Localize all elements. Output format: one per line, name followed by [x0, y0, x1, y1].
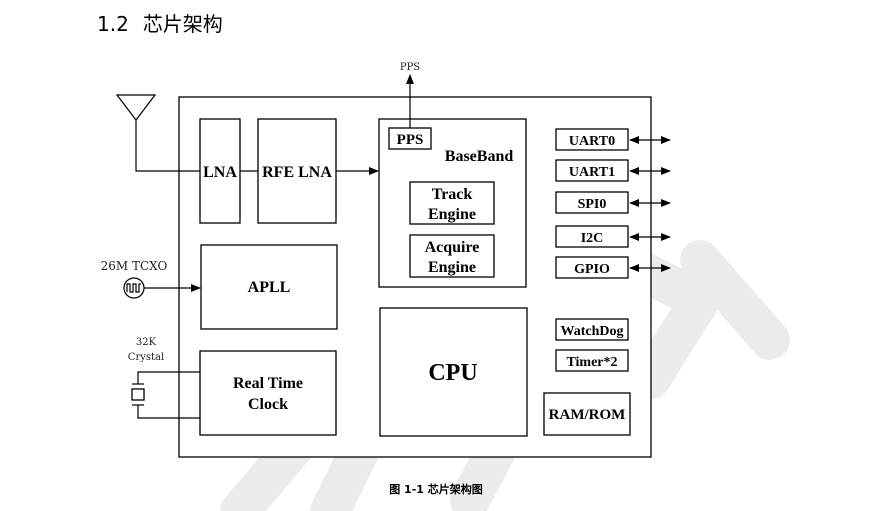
timer-block: [555, 349, 629, 372]
crystal-label-line1: 32K: [136, 337, 157, 348]
apll-block: [200, 244, 338, 330]
lna-label: LNA: [203, 164, 237, 181]
section-heading: 1.2 芯片架构: [97, 8, 223, 37]
pps-label: PPS: [397, 132, 424, 148]
cpu-block: [379, 307, 528, 437]
baseband-label: BaseBand: [445, 148, 514, 165]
crystal-icon: [131, 371, 200, 419]
uart0-label: UART0: [569, 134, 615, 149]
ram-rom-block: [543, 392, 631, 436]
spi0-block: [555, 191, 629, 214]
rtc-label-line2: Clock: [248, 396, 288, 413]
rfe-lna-block: [257, 118, 337, 224]
spi0-label: SPI0: [578, 197, 607, 212]
uart1-block: [555, 159, 629, 182]
tcxo-label: 26M TCXO: [101, 259, 168, 273]
uart1-label: UART1: [569, 165, 615, 180]
timer-label: Timer*2: [566, 355, 617, 370]
acquire-engine-block: [409, 234, 495, 278]
section-title: 芯片架构: [142, 12, 223, 36]
crystal-label-line2: Crystal: [128, 352, 164, 363]
rtc-label-line1: Real Time: [233, 375, 303, 392]
i2c-label: I2C: [581, 231, 604, 246]
pps-out-label: PPS: [400, 62, 420, 73]
antenna-icon: [115, 94, 200, 172]
figure-caption: 图 1-1 芯片架构图: [389, 482, 483, 496]
ram-rom-label: RAM/ROM: [549, 407, 626, 423]
rtc-block: [199, 350, 337, 436]
uart0-block: [555, 128, 629, 151]
tcxo-oscillator-icon: [123, 277, 145, 299]
track-engine-block: [409, 181, 495, 225]
track-engine-label-line1: Track: [432, 186, 473, 203]
apll-label: APLL: [248, 279, 291, 296]
watchdog-label: WatchDog: [561, 324, 624, 339]
watchdog-block: [555, 318, 629, 341]
cpu-label: CPU: [428, 360, 477, 386]
acquire-engine-label-line1: Acquire: [425, 239, 480, 256]
i2c-block: [555, 225, 629, 248]
acquire-engine-label-line2: Engine: [428, 259, 476, 276]
section-number: 1.2: [97, 12, 129, 36]
track-engine-label-line2: Engine: [428, 206, 476, 223]
gpio-block: [555, 256, 629, 279]
gpio-label: GPIO: [574, 262, 610, 277]
rfe-lna-label: RFE LNA: [262, 164, 332, 181]
